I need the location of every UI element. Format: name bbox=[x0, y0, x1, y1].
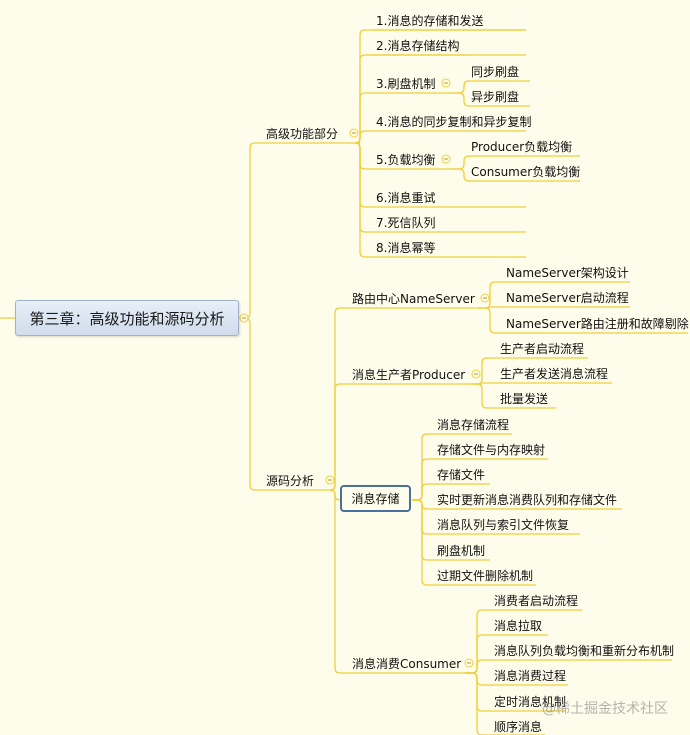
topic-dead-letter-queue[interactable]: 7.死信队列 bbox=[376, 216, 436, 230]
topic-producer-load-balancing[interactable]: Producer负载均衡 bbox=[471, 140, 573, 154]
topic-queue-index-recovery[interactable]: 消息队列与索引文件恢复 bbox=[437, 518, 570, 532]
topic-producer[interactable]: 消息生产者Producer bbox=[352, 368, 466, 382]
connector-line bbox=[478, 307, 502, 334]
collapse-toggle-icon[interactable] bbox=[464, 658, 474, 668]
watermark: @稀土掘金技术社区 bbox=[542, 701, 668, 717]
connector-line bbox=[354, 142, 372, 233]
topic-consumer-load-balancing[interactable]: Consumer负载均衡 bbox=[471, 165, 581, 179]
topic-scheduled-message[interactable]: 定时消息机制 bbox=[494, 695, 567, 709]
topic-idempotence[interactable]: 8.消息幂等 bbox=[376, 241, 436, 255]
connector-line bbox=[470, 383, 494, 409]
connector-line bbox=[237, 142, 262, 319]
connector-line bbox=[354, 142, 372, 258]
topic-message-storage-label: 消息存储 bbox=[351, 492, 400, 506]
connector-line bbox=[452, 80, 470, 94]
topic-message-pull[interactable]: 消息拉取 bbox=[494, 619, 543, 633]
topic-message-storage-selected[interactable]: 消息存储 bbox=[340, 485, 411, 512]
topic-flush-mechanism[interactable]: 3.刷盘机制 bbox=[376, 77, 436, 91]
topic-store-and-send[interactable]: 1.消息的存储和发送 bbox=[376, 14, 484, 28]
topic-storage-files[interactable]: 存储文件 bbox=[437, 468, 486, 482]
connector-line bbox=[354, 142, 372, 170]
collapse-toggle-icon[interactable] bbox=[349, 128, 359, 138]
collapse-toggle-icon[interactable] bbox=[480, 293, 490, 303]
connector-line bbox=[354, 142, 372, 208]
connector-line bbox=[465, 672, 489, 735]
topic-replication[interactable]: 4.消息的同步复制和异步复制 bbox=[376, 115, 532, 129]
topic-expired-file-deletion[interactable]: 过期文件删除机制 bbox=[437, 569, 534, 583]
connector-line bbox=[237, 317, 262, 491]
root-topic[interactable]: 第三章：高级功能和源码分析 bbox=[15, 300, 239, 336]
topic-storage-flush[interactable]: 刷盘机制 bbox=[437, 544, 486, 558]
topic-consumer-startup[interactable]: 消费者启动流程 bbox=[494, 594, 579, 608]
topic-sync-flush[interactable]: 同步刷盘 bbox=[471, 65, 520, 79]
topic-consumer[interactable]: 消息消费Consumer bbox=[352, 657, 462, 671]
topic-load-balancing[interactable]: 5.负载均衡 bbox=[376, 153, 436, 167]
connector-line bbox=[329, 489, 348, 674]
topic-consume-process[interactable]: 消息消费过程 bbox=[494, 669, 567, 683]
topic-message-retry[interactable]: 6.消息重试 bbox=[376, 191, 436, 205]
topic-queue-rebalance[interactable]: 消息队列负载均衡和重新分布机制 bbox=[494, 644, 675, 658]
topic-storage-flow[interactable]: 消息存储流程 bbox=[437, 418, 510, 432]
topic-nameserver-routing[interactable]: NameServer路由注册和故障剔除 bbox=[506, 317, 689, 331]
topic-batch-send[interactable]: 批量发送 bbox=[500, 392, 549, 406]
topic-producer-send[interactable]: 生产者发送消息流程 bbox=[500, 367, 609, 381]
connector-line bbox=[329, 383, 348, 491]
topic-nameserver-architecture[interactable]: NameServer架构设计 bbox=[506, 266, 629, 280]
topic-realtime-update[interactable]: 实时更新消息消费队列和存储文件 bbox=[437, 493, 618, 507]
topic-source-analysis[interactable]: 源码分析 bbox=[266, 474, 315, 488]
collapse-toggle-icon[interactable] bbox=[471, 369, 481, 379]
connector-line bbox=[452, 168, 470, 182]
root-topic-label: 第三章：高级功能和源码分析 bbox=[29, 309, 225, 328]
collapse-toggle-icon[interactable] bbox=[441, 154, 451, 164]
connector-line bbox=[354, 29, 372, 144]
connector-line bbox=[412, 483, 432, 501]
collapse-toggle-icon[interactable] bbox=[239, 313, 249, 323]
connector-line bbox=[412, 499, 432, 586]
connector-line bbox=[478, 281, 502, 309]
connector-line bbox=[452, 92, 470, 107]
connector-line bbox=[354, 54, 372, 144]
connector-line bbox=[452, 155, 470, 170]
topic-storage-structure[interactable]: 2.消息存储结构 bbox=[376, 39, 460, 53]
topic-file-memory-mapping[interactable]: 存储文件与内存映射 bbox=[437, 443, 546, 457]
collapse-toggle-icon[interactable] bbox=[441, 78, 451, 88]
connector-line bbox=[329, 307, 348, 491]
topic-async-flush[interactable]: 异步刷盘 bbox=[471, 90, 520, 104]
collapse-toggle-icon[interactable] bbox=[325, 475, 335, 485]
topic-ordered-message[interactable]: 顺序消息 bbox=[494, 720, 543, 734]
topic-advanced-features[interactable]: 高级功能部分 bbox=[266, 127, 339, 141]
topic-nameserver[interactable]: 路由中心NameServer bbox=[352, 292, 475, 306]
topic-nameserver-startup[interactable]: NameServer启动流程 bbox=[506, 291, 629, 305]
topic-producer-startup[interactable]: 生产者启动流程 bbox=[500, 342, 585, 356]
